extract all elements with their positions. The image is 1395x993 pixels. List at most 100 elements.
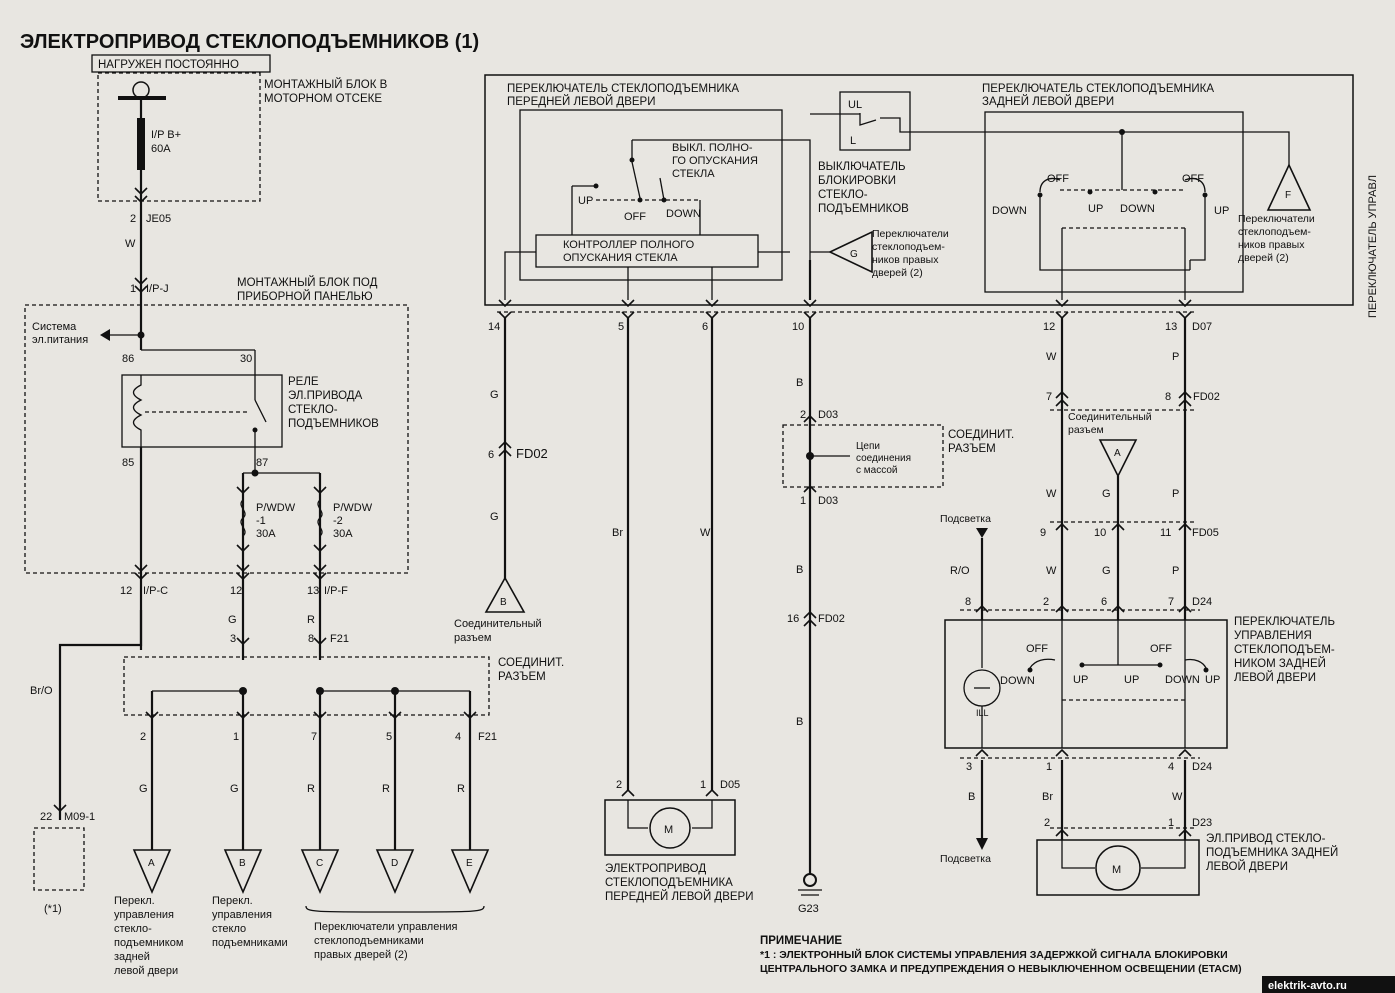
wire-color-bro: Br/O (30, 685, 53, 697)
driver-switch-assembly-box (484, 74, 1354, 306)
pin-d07-12: 12 (1043, 321, 1055, 333)
terminal-d-icon (375, 849, 415, 895)
watermark-label: elektrik-avto.ru (1268, 980, 1347, 992)
driver-switch-side-label: ПЕРЕКЛЮЧАТЕЛЬ УПРАВЛ (1367, 175, 1379, 318)
lock-label-1: ВЫКЛЮЧАТЕЛЬ (818, 161, 906, 173)
pin-f21-8: 8 (308, 633, 314, 645)
conn-fd02-label-left: FD02 (516, 446, 548, 461)
pin-fd02-7: 7 (1046, 391, 1052, 403)
front-motor-box (604, 799, 736, 856)
panel-box-label-1: МОНТАЖНЫЙ БЛОК ПОД (237, 276, 378, 289)
front-motor-label-3: ПЕРЕДНЕЙ ЛЕВОЙ ДВЕРИ (605, 890, 753, 903)
wire-color-ro: R/O (950, 565, 970, 577)
wire-color-g-rear-2: G (1102, 565, 1111, 577)
relay-pin-85: 85 (122, 457, 134, 469)
conn-d23-label: D23 (1192, 817, 1212, 829)
pin-d05-1: 1 (700, 779, 706, 791)
main-fuse-label-2: 60A (151, 143, 171, 155)
pin-ipj: 1 (130, 283, 136, 295)
page-title: ЭЛЕКТРОПРИВОД СТЕКЛОПОДЪЕМНИКОВ (1) (20, 31, 479, 53)
ground-g23-label: G23 (798, 903, 819, 915)
rear-switch-label-1: ПЕРЕКЛЮЧАТЕЛЬ (1234, 616, 1335, 628)
front-motor-m: M (664, 824, 673, 836)
label-b-3: стекло (212, 923, 246, 935)
pin-d07-14: 14 (488, 321, 500, 333)
wire-color-out-4: R (382, 783, 390, 795)
pin-out-4: 4 (455, 731, 461, 743)
pin-fd02-8: 8 (1165, 391, 1171, 403)
pin-ipf-13: 13 (307, 585, 319, 597)
conn-d24-label-b: D24 (1192, 761, 1212, 773)
pin-fd02-16: 16 (787, 613, 799, 625)
f-label-3: ников правых (1238, 239, 1305, 251)
relay-pin-86: 86 (122, 353, 134, 365)
connector-je05-icon (134, 187, 148, 204)
auto-down-up: UP (578, 195, 593, 207)
ground-circuits-2: соединения (856, 453, 911, 464)
rear-motor-icon (1095, 845, 1141, 891)
rear-sw-down-right: DOWN (1165, 674, 1200, 686)
f-label-1: Переключатели (1238, 213, 1315, 225)
f-label-4: дверей (2) (1238, 252, 1289, 264)
wire-color-br-rear: Br (1042, 791, 1053, 803)
always-hot-label: НАГРУЖЕН ПОСТОЯННО (98, 59, 239, 71)
left-b-label-1: Соединительный (454, 618, 542, 630)
terminal-f-icon (1266, 163, 1312, 211)
rear-off-right: OFF (1182, 173, 1204, 185)
engine-fuse-box (97, 72, 261, 202)
fuse1-label-2: -1 (256, 515, 266, 527)
conn-ipj-label: I/P-J (146, 283, 169, 295)
etacm-note-ref: (*1) (44, 903, 62, 915)
controller-label-2: ОПУСКАНИЯ СТЕКЛА (563, 252, 678, 264)
pin-d24-6: 6 (1101, 596, 1107, 608)
main-fuse-label-1: I/P B+ (151, 129, 181, 141)
auto-down-label-2: ГО ОПУСКАНИЯ (672, 155, 758, 167)
pin-out-5: 5 (386, 731, 392, 743)
pin-d07-13: 13 (1165, 321, 1177, 333)
lock-label-3: СТЕКЛО- (818, 189, 868, 201)
pin-d24-2: 2 (1043, 596, 1049, 608)
rear-joint-label-2: разъем (1068, 424, 1104, 436)
controller-label-1: КОНТРОЛЛЕР ПОЛНОГО (563, 239, 695, 251)
pin-d24-4: 4 (1168, 761, 1174, 773)
rear-left-remote-switch-box (984, 111, 1244, 293)
fuse1-label-3: 30A (256, 528, 276, 540)
illum-bottom-arrow-icon (976, 838, 988, 850)
engine-box-label-1: МОНТАЖНЫЙ БЛОК В (264, 78, 388, 91)
wire-color-g-2: G (490, 511, 499, 523)
wire-color-g-1: G (490, 389, 499, 401)
terminal-b-icon (223, 849, 263, 895)
fuse1-label-1: P/WDW (256, 502, 296, 514)
rear-down-left: DOWN (992, 205, 1027, 217)
terminal-b-label: B (239, 858, 246, 869)
label-cde-2: стеклоподъемниками (314, 935, 424, 947)
auto-down-down: DOWN (666, 208, 701, 220)
conn-m09-label: M09-1 (64, 811, 95, 823)
wire-color-b-3: B (796, 716, 803, 728)
wire-color-p-rear-1: P (1172, 351, 1179, 363)
illum-lamp-label: ILL (976, 708, 989, 718)
label-a-4: подъемником (114, 937, 183, 949)
pin-d05-2: 2 (616, 779, 622, 791)
rear-sw-off-right: OFF (1150, 643, 1172, 655)
rear-sw-down-left: DOWN (1000, 675, 1035, 687)
front-motor-label-2: СТЕКЛОПОДЪЕМНИКА (605, 877, 733, 889)
lock-ul-label: UL (848, 99, 862, 111)
ground-circuits-1: Цепи (856, 441, 880, 452)
terminal-a-label: A (148, 858, 155, 869)
terminal-a-rear-label: A (1114, 448, 1121, 459)
engine-box-label-2: МОТОРНОМ ОТСЕКЕ (264, 93, 382, 105)
pin-ipf-12: 12 (230, 585, 242, 597)
rear-up-left: UP (1088, 203, 1103, 215)
pin-d07-6: 6 (702, 321, 708, 333)
label-a-6: левой двери (114, 965, 178, 977)
conn-d03-label-b: D03 (818, 495, 838, 507)
panel-junction-box (24, 304, 409, 574)
auto-down-label-3: СТЕКЛА (672, 168, 715, 180)
left-b-label-2: разъем (454, 632, 491, 644)
rear-down-middle: DOWN (1120, 203, 1155, 215)
auto-down-label-1: ВЫКЛ. ПОЛНО- (672, 142, 753, 154)
pin-d24-3: 3 (966, 761, 972, 773)
label-cde-1: Переключатели управления (314, 921, 458, 933)
